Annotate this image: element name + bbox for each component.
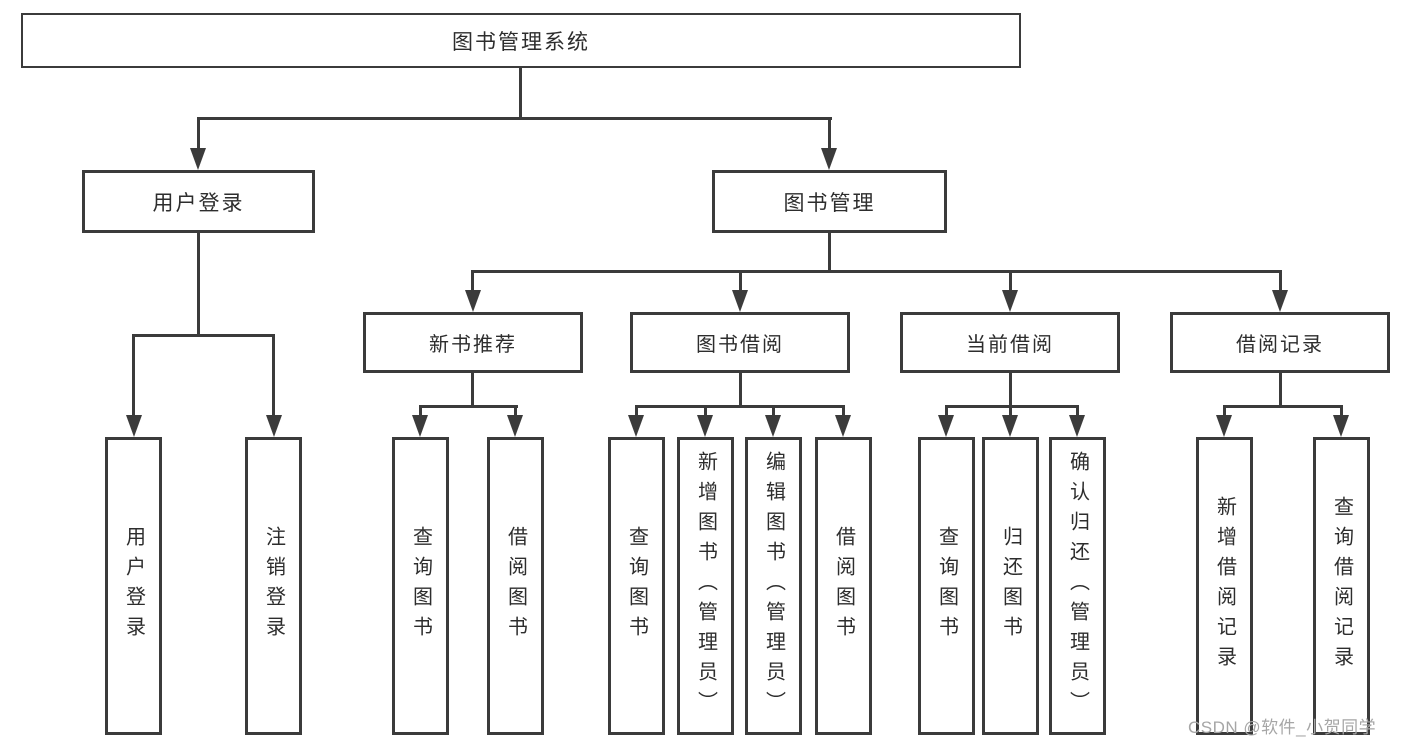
node-user-login-label: 用户登录	[152, 191, 245, 215]
connector-leaf	[419, 407, 422, 417]
connector-user-login-stem	[197, 233, 200, 335]
connector-book-borrow-branch	[635, 405, 845, 408]
node-label: 注销登录	[262, 526, 285, 646]
node-query-books-1: 查询图书	[392, 437, 449, 735]
arrowhead-leaf	[507, 415, 523, 437]
connector-leaf	[945, 407, 948, 417]
connector-book-mgmt-stem	[828, 233, 831, 271]
node-borrow-records-label: 借阅记录	[1236, 334, 1324, 356]
arrowhead-leaf	[765, 415, 781, 437]
connector-borrow-records-stem	[1279, 373, 1282, 407]
connector-leaf	[1076, 407, 1079, 417]
connector-to-book-borrow	[739, 272, 742, 291]
connector-leaf	[842, 407, 845, 417]
connector-to-new-book	[471, 272, 474, 291]
node-label: 用户登录	[122, 526, 145, 646]
node-label: 编辑图书（管理员）	[762, 451, 785, 721]
connector-to-user-login	[197, 118, 200, 150]
node-user-login-action: 用户登录	[105, 437, 162, 735]
node-label: 查询图书	[625, 526, 648, 646]
arrowhead-leaf	[1069, 415, 1085, 437]
connector-book-borrow-stem	[739, 373, 742, 407]
arrowhead-book-borrow	[732, 290, 748, 312]
arrowhead-user-login	[190, 148, 206, 170]
connector-new-book-branch	[419, 405, 518, 408]
connector-leaf	[772, 407, 775, 417]
arrowhead-current-borrow	[1002, 290, 1018, 312]
connector-book-mgmt-branch	[471, 270, 1282, 273]
node-borrow-records: 借阅记录	[1170, 312, 1390, 373]
connector-to-book-mgmt	[828, 118, 831, 150]
connector-borrow-records-branch	[1223, 405, 1343, 408]
node-label: 查询图书	[409, 526, 432, 646]
node-current-borrow: 当前借阅	[900, 312, 1120, 373]
connector-current-borrow-stem	[1009, 373, 1012, 407]
node-add-borrow-record: 新增借阅记录	[1196, 437, 1253, 735]
node-label: 归还图书	[999, 526, 1022, 646]
arrowhead-leaf	[1216, 415, 1232, 437]
node-add-books-admin: 新增图书（管理员）	[677, 437, 734, 735]
node-edit-books-admin: 编辑图书（管理员）	[745, 437, 802, 735]
node-borrow-books-1: 借阅图书	[487, 437, 544, 735]
arrowhead-leaf	[1002, 415, 1018, 437]
node-query-borrow-record: 查询借阅记录	[1313, 437, 1370, 735]
connector-user-login-branch	[132, 334, 275, 337]
csdn-watermark: CSDN @软件_小贺同学	[1188, 718, 1377, 737]
connector-to-current-borrow	[1009, 272, 1012, 291]
node-label: 新增图书（管理员）	[694, 451, 717, 721]
node-current-borrow-label: 当前借阅	[966, 334, 1054, 356]
arrowhead-leaf	[1333, 415, 1349, 437]
node-label: 查询图书	[935, 526, 958, 646]
arrowhead-borrow-records	[1272, 290, 1288, 312]
node-label: 新增借阅记录	[1213, 496, 1236, 676]
connector-root-branch	[197, 117, 832, 120]
node-label: 借阅图书	[832, 526, 855, 646]
connector-leaf	[635, 407, 638, 417]
node-user-login: 用户登录	[82, 170, 315, 233]
node-book-borrow-label: 图书借阅	[696, 334, 784, 356]
node-confirm-return-admin: 确认归还（管理员）	[1049, 437, 1106, 735]
connector-leaf	[704, 407, 707, 417]
node-label: 确认归还（管理员）	[1066, 451, 1089, 721]
connector-new-book-stem	[471, 373, 474, 407]
node-label: 借阅图书	[504, 526, 527, 646]
node-query-books-2: 查询图书	[608, 437, 665, 735]
connector-to-logout-action	[272, 336, 275, 416]
node-new-book-recommend-label: 新书推荐	[429, 334, 517, 356]
arrowhead-new-book	[465, 290, 481, 312]
node-label: 查询借阅记录	[1330, 496, 1353, 676]
arrowhead-leaf	[835, 415, 851, 437]
node-return-books: 归还图书	[982, 437, 1039, 735]
arrowhead-leaf	[938, 415, 954, 437]
node-borrow-books-2: 借阅图书	[815, 437, 872, 735]
connector-to-borrow-records	[1279, 272, 1282, 291]
arrowhead-leaf	[412, 415, 428, 437]
arrowhead-leaf	[697, 415, 713, 437]
connector-root-stem	[519, 68, 522, 118]
node-root-label: 图书管理系统	[452, 30, 590, 54]
node-book-borrow: 图书借阅	[630, 312, 850, 373]
node-book-mgmt: 图书管理	[712, 170, 947, 233]
node-book-mgmt-label: 图书管理	[783, 191, 876, 215]
connector-leaf	[1223, 407, 1226, 417]
connector-leaf	[514, 407, 517, 417]
connector-to-login-action	[132, 336, 135, 416]
arrowhead-book-mgmt	[821, 148, 837, 170]
connector-current-borrow-branch	[945, 405, 1079, 408]
node-root: 图书管理系统	[21, 13, 1021, 68]
arrowhead-leaf	[628, 415, 644, 437]
node-query-books-3: 查询图书	[918, 437, 975, 735]
node-new-book-recommend: 新书推荐	[363, 312, 583, 373]
arrowhead-logout-action	[266, 415, 282, 437]
connector-leaf	[1340, 407, 1343, 417]
node-logout-action: 注销登录	[245, 437, 302, 735]
arrowhead-login-action	[126, 415, 142, 437]
connector-leaf	[1009, 407, 1012, 417]
